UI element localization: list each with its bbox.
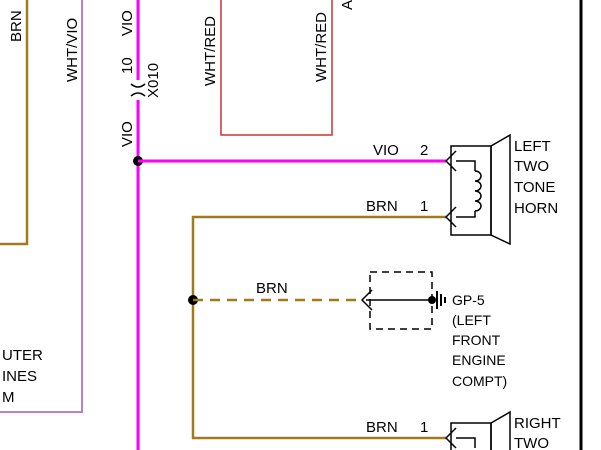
- connector-pin-number: 10: [119, 57, 136, 74]
- computer-module-label-3: M: [2, 389, 15, 406]
- right-horn-pin-1: 1: [420, 419, 428, 436]
- wht-vio-wire: [0, 0, 83, 413]
- connector-id: X010: [145, 63, 162, 98]
- wht-red-label-2: WHT/RED: [313, 12, 330, 82]
- vio-trunk-label-top: VIO: [119, 10, 136, 36]
- ground-label-4: ENGINE: [452, 352, 506, 368]
- wht-red-wire: [220, 0, 333, 136]
- computer-module-label-1: UTER: [2, 347, 43, 364]
- left-horn-label-2: TWO: [514, 158, 549, 175]
- brn-wire-left-label: BRN: [8, 10, 25, 42]
- left-horn-label-1: LEFT: [514, 138, 551, 155]
- left-horn-pin-2: 2: [420, 142, 428, 159]
- brn-ground-wire-label: BRN: [256, 280, 288, 297]
- vio-horn-wire-label: VIO: [373, 142, 399, 159]
- brn-horn-wire: [191, 215, 446, 440]
- inline-connector-x010: [130, 83, 146, 97]
- vio-trunk-label-mid: VIO: [119, 121, 136, 147]
- brn-right-horn-label: BRN: [366, 419, 398, 436]
- left-horn-symbol: [444, 133, 511, 246]
- ground-label-1: GP-5: [452, 292, 485, 308]
- right-horn-label-1: RIGHT: [514, 415, 561, 432]
- ground-point-gp5: [360, 271, 446, 330]
- ground-label-2: (LEFT: [452, 312, 491, 328]
- brn-left-horn-label: BRN: [366, 198, 398, 215]
- left-horn-label-4: HORN: [514, 200, 558, 217]
- wht-vio-wire-label: WHT/VIO: [64, 18, 81, 82]
- brn-wire-left: [0, 0, 29, 246]
- ground-label-3: FRONT: [452, 332, 501, 348]
- left-horn-label-3: TONE: [514, 179, 555, 196]
- ground-label-5: COMPT): [452, 373, 507, 389]
- wht-red-label-1: WHT/RED: [202, 16, 219, 86]
- top-fragment-label: A: [339, 0, 356, 10]
- left-horn-pin-1: 1: [420, 198, 428, 215]
- right-horn-symbol: [444, 410, 511, 450]
- right-horn-label-2: TWO: [514, 435, 549, 450]
- computer-module-label-2: INES: [2, 368, 37, 385]
